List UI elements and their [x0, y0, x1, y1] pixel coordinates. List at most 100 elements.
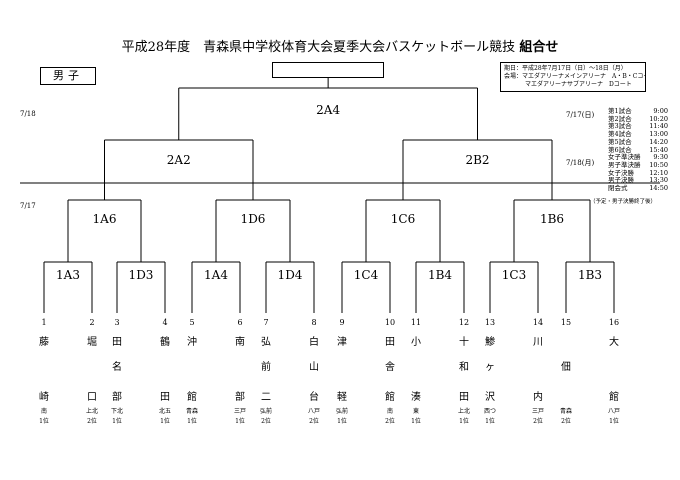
- team-name-char: 佃: [561, 362, 571, 373]
- date-left-top: 7/18: [20, 110, 36, 118]
- team-rank: 1位: [459, 418, 469, 425]
- team-rank: 2位: [533, 418, 543, 425]
- team-rank: 1位: [187, 418, 197, 425]
- schedule-label: 男子準決勝: [608, 160, 641, 169]
- team-name-char: 山: [309, 362, 319, 373]
- page-title: 平成28年度 青森県中学校体育大会夏季大会バスケットボール競技 組合せ: [121, 40, 559, 55]
- schedule-row: 第5試合 14:20: [608, 137, 668, 147]
- team-name-char: 名: [112, 362, 122, 373]
- team-rank: 1位: [39, 418, 49, 425]
- team-name-char: 鯵: [485, 337, 495, 348]
- schedule-row: 女子準決勝 9:30: [608, 154, 668, 162]
- schedule-time: 9:30: [653, 153, 668, 162]
- schedule-label: 第5試合: [608, 137, 632, 146]
- team-name-char: 部: [235, 392, 245, 403]
- team-region: 下北: [110, 408, 124, 415]
- team-number: 13: [484, 318, 496, 327]
- team-region: 西つ: [483, 408, 497, 415]
- team-name-char: 部: [112, 392, 122, 403]
- team-name-char: 二: [261, 392, 271, 403]
- team-region: 三戸: [531, 408, 545, 415]
- schedule-note: （予定・男子決勝終了後）: [590, 199, 657, 205]
- team-name-char: 白: [309, 337, 319, 348]
- schedule-time: 13:00: [649, 130, 668, 139]
- schedule-row: 第3試合 11:40: [608, 123, 668, 131]
- team-region: 三戸: [233, 408, 247, 415]
- team-region: 八戸: [607, 408, 621, 415]
- team-number: 16: [608, 318, 620, 327]
- team-name-char: 館: [609, 392, 619, 403]
- team-region: 南: [40, 408, 48, 415]
- team-region: 弘前: [335, 408, 349, 415]
- team-number: 3: [114, 318, 120, 327]
- team-name-char: 弘: [261, 337, 271, 348]
- schedule-label: 女子準決勝: [608, 153, 641, 162]
- champion-box: [272, 62, 384, 78]
- schedule-label: 男子決勝: [608, 176, 634, 185]
- team-name-char: 和: [459, 362, 469, 373]
- team-rank: 1位: [160, 418, 170, 425]
- match-label-semi: 2A2: [166, 153, 191, 167]
- team-number: 12: [458, 318, 470, 327]
- team-name-char: 沖: [187, 337, 197, 348]
- team-rank: 2位: [87, 418, 97, 425]
- team-name-char: 田: [459, 392, 469, 403]
- team-region: 上北: [457, 408, 471, 415]
- team-region: 八戸: [307, 408, 321, 415]
- date-left-bottom: 7/17: [20, 202, 36, 210]
- team-name-char: 田: [160, 392, 170, 403]
- team-number: 14: [532, 318, 544, 327]
- team-rank: 1位: [609, 418, 619, 425]
- bracket-lines: [20, 78, 660, 313]
- info-date: 期日：平成28年7月17日（日）～18日（月）: [504, 65, 627, 72]
- schedule-time: 14:20: [649, 137, 668, 146]
- schedule-time: 12:10: [649, 168, 668, 177]
- info-venue: 会場：マエダアリーナメインアリーナ A・B・Cコート: [504, 73, 646, 80]
- match-label-first-round: 1D3: [128, 268, 154, 282]
- team-name-char: 口: [87, 392, 97, 403]
- match-label-first-round: 1C3: [501, 268, 527, 282]
- match-label-final: 2A4: [316, 103, 341, 117]
- schedule-label: 第4試合: [608, 130, 632, 139]
- match-label-semi: 2B2: [465, 153, 490, 167]
- team-rank: 2位: [309, 418, 319, 425]
- team-name-char: 湊: [411, 392, 421, 403]
- team-name-char: 川: [533, 337, 543, 348]
- team-name-char: 小: [411, 337, 421, 348]
- schedule-label: 閉会式: [608, 184, 628, 193]
- team-name-char: 軽: [337, 392, 347, 403]
- schedule-label: 第3試合: [608, 122, 632, 131]
- schedule-time: 10:20: [649, 114, 668, 123]
- team-region: 南: [386, 408, 394, 415]
- team-region: 東: [412, 408, 420, 415]
- team-rank: 1位: [411, 418, 421, 425]
- schedule-label: 女子決勝: [608, 168, 634, 177]
- team-region: 弘前: [259, 408, 273, 415]
- match-label-first-round: 1B4: [427, 268, 453, 282]
- match-label-first-round: 1A4: [204, 268, 228, 282]
- team-name-char: ヶ: [485, 362, 495, 373]
- team-rank: 1位: [485, 418, 495, 425]
- match-label-first-round: 1B3: [577, 268, 603, 282]
- schedule-time: 11:40: [649, 122, 668, 131]
- schedule-row: 第4試合 13:00: [608, 130, 668, 139]
- team-number: 8: [311, 318, 317, 327]
- team-number: 1: [41, 318, 47, 327]
- match-label-first-round: 1A3: [56, 268, 80, 282]
- schedule-time: 10:50: [649, 160, 668, 169]
- team-name-char: 津: [337, 337, 347, 348]
- match-label-quarter: 1C6: [390, 212, 416, 226]
- team-number: 4: [162, 318, 168, 327]
- team-name-char: 前: [261, 362, 271, 373]
- team-rank: 1位: [112, 418, 122, 425]
- date-right-1: 7/17(日): [566, 111, 595, 119]
- team-rank: 2位: [261, 418, 271, 425]
- team-number: 15: [560, 318, 572, 327]
- match-label-quarter: 1D6: [240, 212, 266, 226]
- team-name-char: 大: [609, 337, 619, 348]
- team-name-char: 十: [459, 337, 469, 348]
